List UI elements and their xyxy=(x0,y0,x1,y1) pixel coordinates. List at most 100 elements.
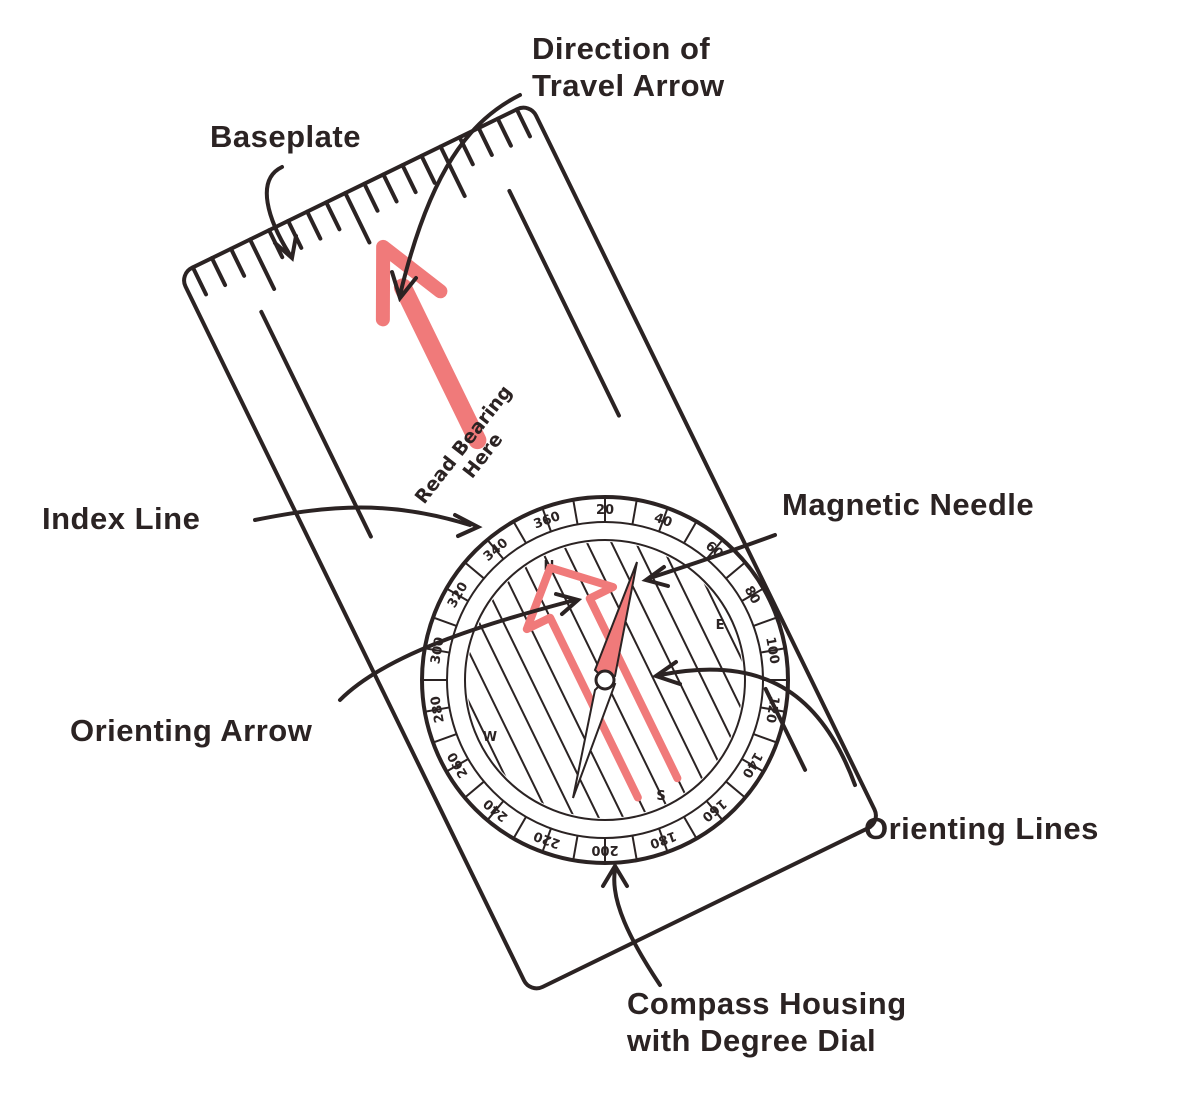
leader-orienting-lines xyxy=(658,667,857,787)
needle-pivot xyxy=(594,669,616,691)
dial-tick xyxy=(424,706,450,713)
dial-tick xyxy=(572,499,579,525)
arrowhead-orienting-lines xyxy=(651,660,682,686)
dial-number: 200 xyxy=(591,842,618,857)
leader-baseplate xyxy=(264,165,292,257)
ruler-tick xyxy=(305,209,323,241)
dial-tick xyxy=(541,828,552,853)
ruler-tick xyxy=(286,218,304,250)
ruler-tick xyxy=(362,181,380,213)
guide-line-bottom-right xyxy=(763,686,808,772)
dial-tick xyxy=(432,733,457,744)
housing-capsule xyxy=(464,539,746,821)
label-compass-housing: Compass Housing with Degree Dial xyxy=(627,985,907,1059)
dial-tick xyxy=(464,561,485,580)
label-direction-line-2: Travel Arrow xyxy=(532,68,725,104)
ruler-tick xyxy=(190,265,209,297)
dial-tick xyxy=(572,835,579,861)
dial-number: 120 xyxy=(762,695,781,724)
dial-number: 20 xyxy=(596,503,614,518)
read-bearing-label: Read Bearing Here xyxy=(411,376,538,522)
dial-tick xyxy=(446,758,469,773)
dial-tick xyxy=(631,835,638,861)
orienting-line xyxy=(467,602,554,818)
ruler-tick xyxy=(438,144,467,199)
orienting-line xyxy=(617,542,743,777)
magnetic-needle xyxy=(572,561,638,799)
label-baseplate: Baseplate xyxy=(210,119,361,154)
dial-number: 280 xyxy=(428,695,447,724)
dial-tick xyxy=(705,800,724,821)
dial-tick xyxy=(741,758,764,773)
orienting-line xyxy=(577,542,712,796)
dial-number: 100 xyxy=(762,636,781,665)
arrowhead-baseplate xyxy=(273,234,298,262)
dial-tick xyxy=(631,499,638,525)
dial-tick xyxy=(705,539,724,560)
dial-tick xyxy=(486,800,505,821)
dial-tick xyxy=(464,780,485,799)
dial-tick xyxy=(725,561,746,580)
dial-tick xyxy=(446,587,469,602)
orienting-line xyxy=(498,564,633,818)
compass-housing: 2040608010012014016018020022024026028030… xyxy=(420,495,790,865)
dial-tick xyxy=(486,539,505,560)
arrowhead-direction-of-travel xyxy=(390,270,418,303)
label-direction-of-travel-arrow: Direction of Travel Arrow xyxy=(532,30,725,104)
orienting-arrow xyxy=(522,563,682,802)
orienting-line xyxy=(467,592,573,818)
baseplate xyxy=(182,105,878,991)
orienting-line xyxy=(656,542,743,758)
label-direction-line-1: Direction of xyxy=(532,31,711,66)
ruler-tick xyxy=(381,172,399,204)
ruler-tick xyxy=(514,107,532,139)
label-orienting-arrow: Orienting Arrow xyxy=(70,713,313,748)
ruler-tick xyxy=(419,153,437,185)
ruler-tick xyxy=(324,200,342,232)
dial-tick xyxy=(683,816,698,839)
leader-orienting-arrow xyxy=(338,598,577,702)
label-index-line: Index Line xyxy=(42,501,201,536)
guide-line-left xyxy=(259,309,373,539)
cardinal-letter: W xyxy=(483,730,497,745)
dial-tick xyxy=(658,828,669,853)
dial-tick xyxy=(432,616,457,627)
orienting-line xyxy=(637,542,743,768)
ruler-tick xyxy=(400,163,418,195)
leader-compass-housing xyxy=(612,868,662,987)
ruler-tick xyxy=(476,125,494,157)
label-housing-line-2: with Degree Dial xyxy=(627,1023,877,1059)
ruler-tick xyxy=(209,256,228,288)
dial-tick xyxy=(424,647,450,654)
leader-direction-of-travel xyxy=(398,93,522,297)
ruler-tick xyxy=(343,191,372,245)
ruler-tick xyxy=(248,237,277,291)
leader-magnetic-needle xyxy=(648,533,777,580)
orienting-line xyxy=(597,542,731,787)
dial-tick xyxy=(658,507,669,532)
label-orienting-lines: Orienting Lines xyxy=(864,811,1099,846)
cardinal-letter: E xyxy=(716,618,725,633)
ruler-ticks xyxy=(190,107,532,297)
direction-of-travel-arrow xyxy=(375,239,487,450)
dial-tick xyxy=(541,507,552,532)
arrowhead-index-line xyxy=(453,513,483,538)
dial-tick xyxy=(512,816,527,839)
ruler-tick xyxy=(495,116,513,148)
dial-tick xyxy=(753,616,778,627)
label-magnetic-needle: Magnetic Needle xyxy=(782,487,1035,522)
baseplate-group: Read Bearing Here xyxy=(182,105,878,991)
dial-tick xyxy=(760,706,786,713)
dial-tick xyxy=(725,780,746,799)
arrowhead-orienting-arrow xyxy=(554,592,583,616)
guide-line-right xyxy=(507,188,621,418)
leader-lines xyxy=(253,93,857,987)
dial-tick xyxy=(753,733,778,744)
ruler-tick xyxy=(228,246,247,278)
dial-tick xyxy=(741,587,764,602)
leader-index-line xyxy=(253,505,472,527)
dial-tick xyxy=(683,521,698,544)
dial-tick xyxy=(760,647,786,654)
label-housing-line-1: Compass Housing xyxy=(627,986,907,1021)
